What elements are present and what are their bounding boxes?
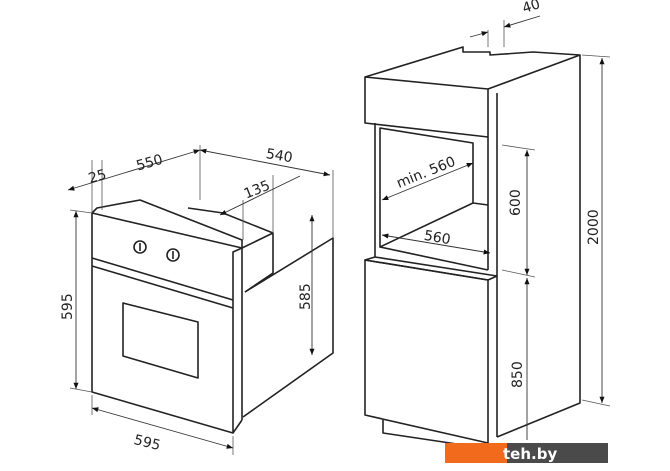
knob-right-icon — [166, 248, 180, 262]
dim-niche-width: 560 — [423, 228, 452, 248]
oven-drawing — [91, 199, 334, 434]
cabinet-drawing — [364, 46, 581, 448]
dim-total-depth: 540 — [265, 146, 294, 166]
knob-left-icon — [133, 240, 147, 254]
oven-window — [122, 302, 199, 379]
oven-top-back — [187, 207, 274, 234]
oven-top-box — [241, 232, 274, 293]
oven-body-side — [242, 237, 334, 418]
dim-niche-height: 600 — [508, 189, 524, 216]
watermark-text: teh.by — [503, 445, 557, 463]
oven-front-panel — [91, 199, 243, 434]
dim-top-gap: 40 — [520, 0, 542, 17]
cabinet-plinth — [382, 420, 478, 448]
control-panel-line — [91, 257, 234, 301]
cabinet-top-surface — [364, 46, 581, 90]
cabinet-side-right — [496, 55, 581, 438]
cabinet-lower-door — [364, 259, 489, 444]
dim-total-height: 2000 — [586, 209, 602, 245]
dim-front-height: 595 — [60, 293, 76, 320]
dim-vent-offset: 135 — [242, 178, 273, 203]
dim-front-width: 595 — [132, 432, 162, 454]
dim-panel-thickness: 25 — [87, 167, 109, 187]
watermark-logo: teh.by — [445, 443, 608, 463]
niche-floor-back — [472, 202, 489, 206]
panel-bottom-corner — [232, 419, 243, 434]
cabinet-dimensions: 40 min. 560 560 600 850 2000 — [381, 0, 611, 440]
dim-body-height: 585 — [298, 283, 314, 310]
oven-dimensions: 25 550 540 135 585 595 595 — [60, 145, 334, 455]
door-top-line — [91, 265, 234, 309]
panel-top-edge — [91, 212, 243, 249]
dim-body-depth: 550 — [135, 152, 165, 175]
dim-base-height: 850 — [510, 361, 526, 388]
